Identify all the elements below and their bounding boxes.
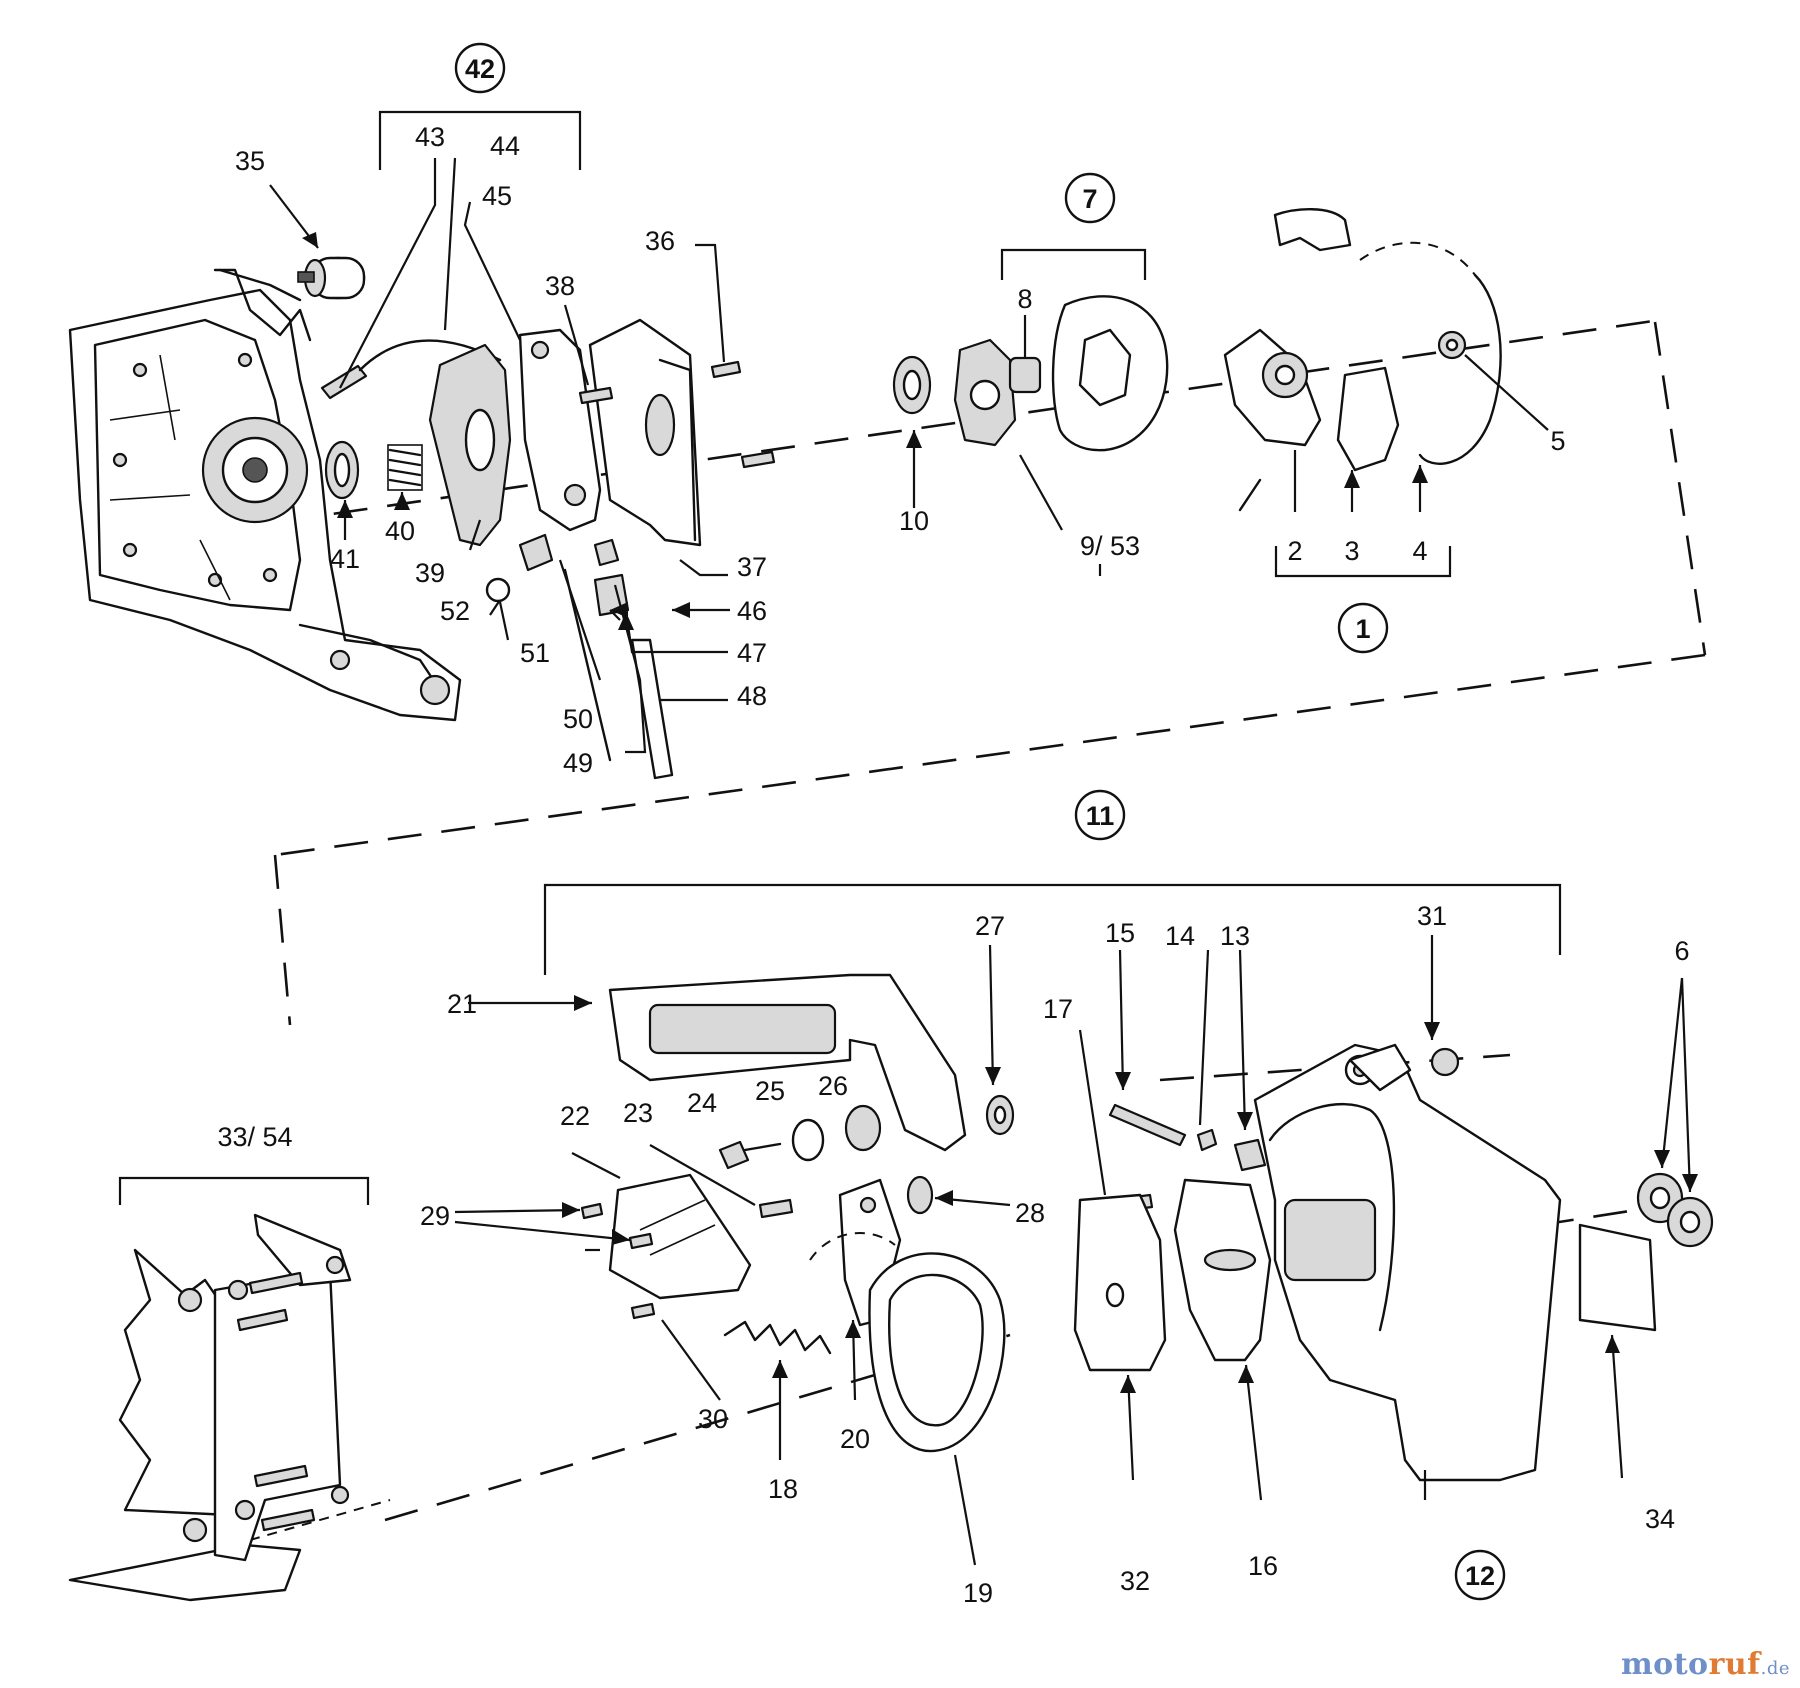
motoruf-watermark: motoruf.de bbox=[1621, 1647, 1790, 1682]
label-10: 10 bbox=[899, 506, 929, 536]
label-26: 26 bbox=[818, 1071, 848, 1101]
label-23: 23 bbox=[623, 1098, 653, 1128]
label-16: 16 bbox=[1248, 1551, 1278, 1581]
label-31: 31 bbox=[1417, 901, 1447, 931]
label-35: 35 bbox=[235, 146, 265, 176]
label-8: 8 bbox=[1017, 284, 1032, 314]
label-24: 24 bbox=[687, 1088, 717, 1118]
label-11: 11 bbox=[1086, 801, 1115, 831]
label-33-54: 33/ 54 bbox=[217, 1122, 292, 1152]
label-37: 37 bbox=[737, 552, 767, 582]
label-21: 21 bbox=[447, 989, 477, 1019]
label-42: 42 bbox=[465, 54, 495, 84]
bracket-42 bbox=[378, 110, 582, 170]
label-22: 22 bbox=[560, 1101, 590, 1131]
label-3: 3 bbox=[1344, 536, 1359, 566]
label-19: 19 bbox=[963, 1578, 993, 1608]
label-4: 4 bbox=[1412, 536, 1427, 566]
label-20: 20 bbox=[840, 1424, 870, 1454]
callout-circle-11 bbox=[1074, 789, 1126, 841]
label-14: 14 bbox=[1165, 921, 1195, 951]
label-5: 5 bbox=[1550, 426, 1565, 456]
oil-pump-group bbox=[297, 256, 776, 780]
label-1: 1 bbox=[1355, 614, 1370, 644]
sprocket-cover-group bbox=[1073, 1043, 1714, 1482]
callout-circle-7 bbox=[1064, 172, 1116, 224]
watermark-part2: ruf bbox=[1708, 1647, 1761, 1682]
label-41: 41 bbox=[330, 544, 360, 574]
label-34: 34 bbox=[1645, 1504, 1675, 1534]
label-52: 52 bbox=[440, 596, 470, 626]
label-47: 47 bbox=[737, 638, 767, 668]
callout-circle-1 bbox=[1337, 602, 1389, 654]
watermark-part3: .de bbox=[1760, 1658, 1790, 1679]
label-30: 30 bbox=[698, 1404, 728, 1434]
label-44: 44 bbox=[490, 131, 520, 161]
arrow-heads bbox=[302, 232, 1698, 1393]
label-32: 32 bbox=[1120, 1566, 1150, 1596]
label-38: 38 bbox=[545, 271, 575, 301]
bracket-11 bbox=[543, 883, 1562, 975]
label-48: 48 bbox=[737, 681, 767, 711]
label-15: 15 bbox=[1105, 918, 1135, 948]
label-27: 27 bbox=[975, 911, 1005, 941]
label-9-53: 9/ 53 bbox=[1080, 531, 1140, 561]
label-43: 43 bbox=[415, 122, 445, 152]
label-45: 45 bbox=[482, 181, 512, 211]
label-51: 51 bbox=[520, 638, 550, 668]
label-29: 29 bbox=[420, 1201, 450, 1231]
clutch-drum-group bbox=[892, 208, 1502, 512]
part-labels: 42 43 44 45 35 36 38 37 41 40 39 52 51 5… bbox=[217, 42, 1690, 1608]
watermark-part1: moto bbox=[1620, 1647, 1709, 1682]
chain-brake-group bbox=[580, 973, 1015, 1453]
label-50: 50 bbox=[563, 704, 593, 734]
label-49: 49 bbox=[563, 748, 593, 778]
label-39: 39 bbox=[415, 558, 445, 588]
label-18: 18 bbox=[768, 1474, 798, 1504]
label-40: 40 bbox=[385, 516, 415, 546]
label-17: 17 bbox=[1043, 994, 1073, 1024]
bumper-spike-group bbox=[68, 1213, 352, 1602]
bracket-33-54 bbox=[118, 1176, 370, 1205]
bracket-7 bbox=[1000, 248, 1147, 280]
bracket-1 bbox=[1274, 546, 1452, 578]
label-7: 7 bbox=[1082, 184, 1097, 214]
label-12: 12 bbox=[1465, 1561, 1495, 1591]
label-25: 25 bbox=[755, 1076, 785, 1106]
label-36: 36 bbox=[645, 226, 675, 256]
label-13: 13 bbox=[1220, 921, 1250, 951]
label-28: 28 bbox=[1015, 1198, 1045, 1228]
crankcase bbox=[68, 268, 462, 722]
group-brackets bbox=[118, 110, 1562, 1205]
label-46: 46 bbox=[737, 596, 767, 626]
label-6: 6 bbox=[1674, 936, 1689, 966]
label-2: 2 bbox=[1287, 536, 1302, 566]
callout-circle-12 bbox=[1454, 1549, 1506, 1601]
callout-circle-42 bbox=[454, 42, 506, 94]
